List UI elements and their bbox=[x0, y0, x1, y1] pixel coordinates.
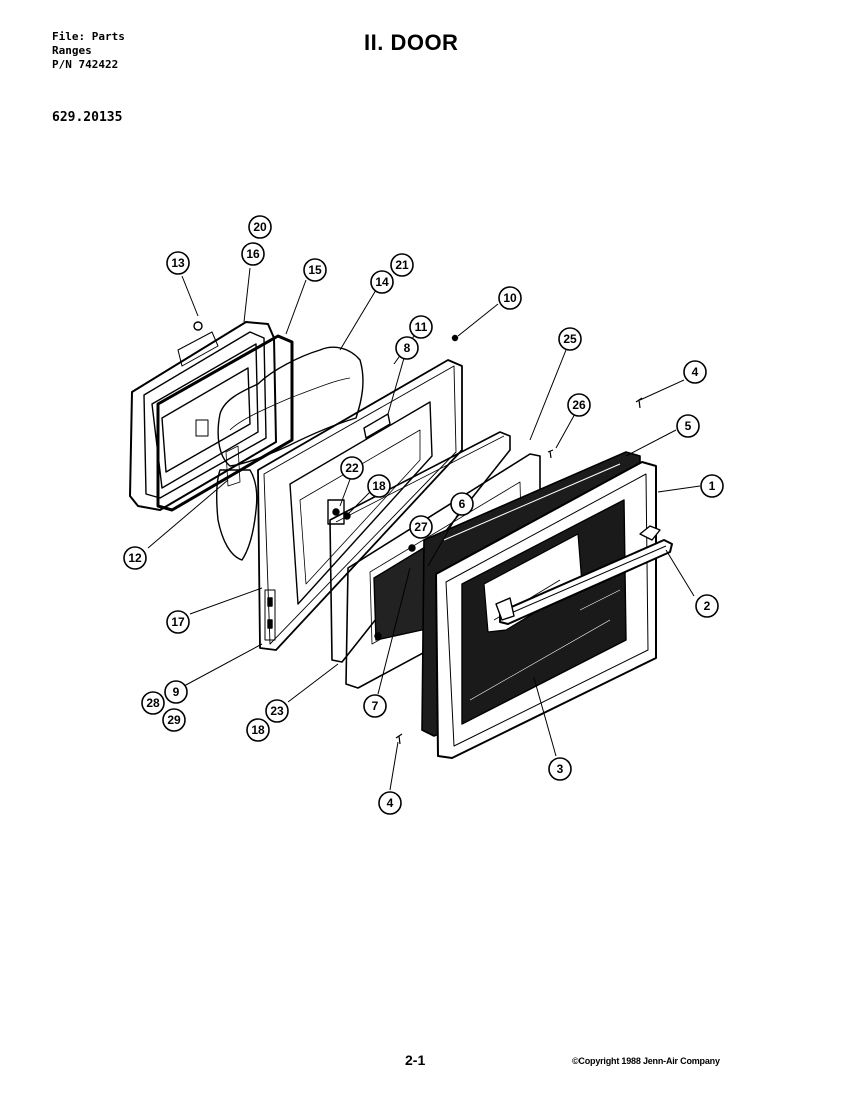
callout-18-upper: 18 bbox=[367, 474, 391, 498]
callout-8: 8 bbox=[395, 336, 419, 360]
svg-text:28: 28 bbox=[146, 696, 160, 710]
svg-text:9: 9 bbox=[173, 685, 180, 699]
svg-text:25: 25 bbox=[563, 332, 577, 346]
callout-11: 11 bbox=[409, 315, 433, 339]
callout-10: 10 bbox=[498, 286, 522, 310]
svg-text:8: 8 bbox=[404, 341, 411, 355]
svg-text:12: 12 bbox=[128, 551, 142, 565]
callout-26: 26 bbox=[567, 393, 591, 417]
svg-text:13: 13 bbox=[171, 256, 185, 270]
inner-door-panel bbox=[257, 359, 463, 651]
callout-9: 9 bbox=[164, 680, 188, 704]
callout-13: 13 bbox=[166, 251, 190, 275]
svg-text:16: 16 bbox=[246, 247, 260, 261]
svg-text:7: 7 bbox=[372, 699, 379, 713]
callout-15: 15 bbox=[303, 258, 327, 282]
category-line: Ranges bbox=[52, 44, 92, 57]
svg-text:21: 21 bbox=[395, 258, 409, 272]
page-title: II. DOOR bbox=[364, 30, 459, 55]
copyright-notice: ©Copyright 1988 Jenn-Air Company bbox=[572, 1056, 720, 1066]
callout-22: 22 bbox=[340, 456, 364, 480]
outer-door-panel bbox=[435, 461, 657, 759]
file-line: File: Parts bbox=[52, 30, 125, 43]
callout-21: 21 bbox=[390, 253, 414, 277]
callout-2: 2 bbox=[695, 594, 719, 618]
callout-6: 6 bbox=[450, 492, 474, 516]
svg-text:3: 3 bbox=[557, 762, 564, 776]
file-header: File: Parts Ranges P/N 742422 bbox=[52, 30, 125, 72]
svg-text:14: 14 bbox=[375, 275, 389, 289]
callout-14: 14 bbox=[370, 270, 394, 294]
inner-door-liner bbox=[129, 321, 277, 511]
callout-7: 7 bbox=[363, 694, 387, 718]
svg-text:20: 20 bbox=[253, 220, 267, 234]
svg-text:23: 23 bbox=[270, 704, 284, 718]
callout-27: 27 bbox=[409, 515, 433, 539]
callout-4-top: 4 bbox=[683, 360, 707, 384]
svg-text:6: 6 bbox=[459, 497, 466, 511]
svg-text:10: 10 bbox=[503, 291, 517, 305]
svg-text:22: 22 bbox=[345, 461, 359, 475]
callout-1: 1 bbox=[700, 474, 724, 498]
callout-12: 12 bbox=[123, 546, 147, 570]
svg-text:1: 1 bbox=[709, 479, 716, 493]
callout-4-bottom: 4 bbox=[378, 791, 402, 815]
model-number: 629.20135 bbox=[52, 110, 123, 125]
svg-text:27: 27 bbox=[414, 520, 428, 534]
callout-20: 20 bbox=[248, 215, 272, 239]
svg-text:15: 15 bbox=[308, 263, 322, 277]
hardware-screws bbox=[193, 321, 643, 745]
svg-text:17: 17 bbox=[171, 615, 185, 629]
svg-text:18: 18 bbox=[251, 723, 265, 737]
callout-25: 25 bbox=[558, 327, 582, 351]
svg-text:5: 5 bbox=[685, 419, 692, 433]
part-number-line: P/N 742422 bbox=[52, 58, 119, 71]
door-gasket bbox=[156, 334, 294, 512]
callout-28: 28 bbox=[141, 691, 165, 715]
svg-text:18: 18 bbox=[372, 479, 386, 493]
svg-text:11: 11 bbox=[415, 320, 428, 334]
svg-text:26: 26 bbox=[572, 398, 586, 412]
svg-text:4: 4 bbox=[387, 796, 394, 810]
door-handle bbox=[495, 525, 673, 625]
callout-29: 29 bbox=[162, 708, 186, 732]
svg-text:4: 4 bbox=[692, 365, 699, 379]
callout-16: 16 bbox=[241, 242, 265, 266]
svg-text:2: 2 bbox=[704, 599, 711, 613]
svg-text:29: 29 bbox=[167, 713, 181, 727]
door-rim-frame bbox=[327, 431, 511, 663]
insulation-pad bbox=[215, 346, 364, 561]
callout-3: 3 bbox=[548, 757, 572, 781]
callout-18-lower: 18 bbox=[246, 718, 270, 742]
callout-23: 23 bbox=[265, 699, 289, 723]
callout-17: 17 bbox=[166, 610, 190, 634]
callout-5: 5 bbox=[676, 414, 700, 438]
page-number: 2-1 bbox=[405, 1052, 426, 1068]
leader-lines bbox=[147, 267, 701, 791]
